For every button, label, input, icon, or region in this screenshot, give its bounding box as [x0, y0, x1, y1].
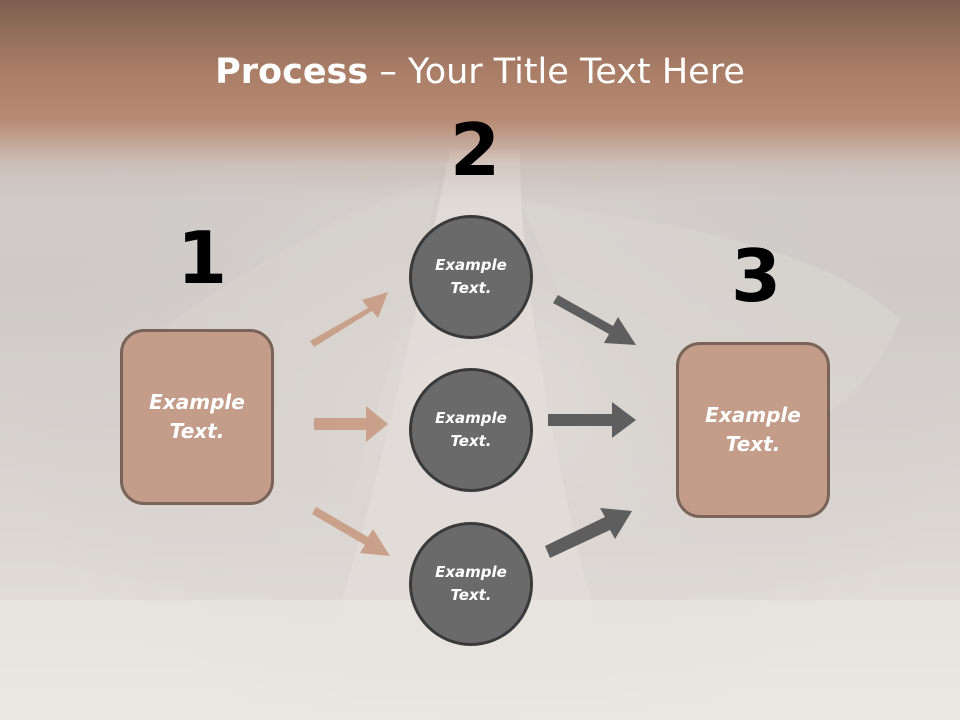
step-number-2: 2 [450, 108, 501, 192]
circle-bottom-label: Example Text. [435, 563, 507, 604]
step-1-box: Example Text. [120, 329, 274, 505]
arrow-right-up [545, 508, 632, 558]
step-3-box: Example Text. [676, 342, 830, 518]
circle-top: Example Text. [409, 215, 533, 339]
step-number-3: 3 [731, 234, 782, 318]
slide-title: Process – Your Title Text Here [0, 52, 960, 92]
step-number-1: 1 [177, 216, 228, 300]
arrow-left-middle [314, 406, 388, 442]
title-rest: – Your Title Text Here [368, 52, 745, 92]
title-bold: Process [215, 52, 369, 92]
step-3-label: Example Text. [705, 403, 801, 456]
circle-top-label: Example Text. [435, 256, 507, 297]
circle-bottom: Example Text. [409, 522, 533, 646]
circle-middle: Example Text. [409, 368, 533, 492]
arrow-right-middle [548, 402, 636, 438]
step-1-label: Example Text. [149, 390, 245, 443]
arrow-left-up [310, 292, 388, 347]
circle-middle-label: Example Text. [435, 409, 507, 450]
title-band [0, 0, 960, 200]
arrow-right-down [553, 295, 636, 345]
arrow-left-down [312, 507, 390, 556]
